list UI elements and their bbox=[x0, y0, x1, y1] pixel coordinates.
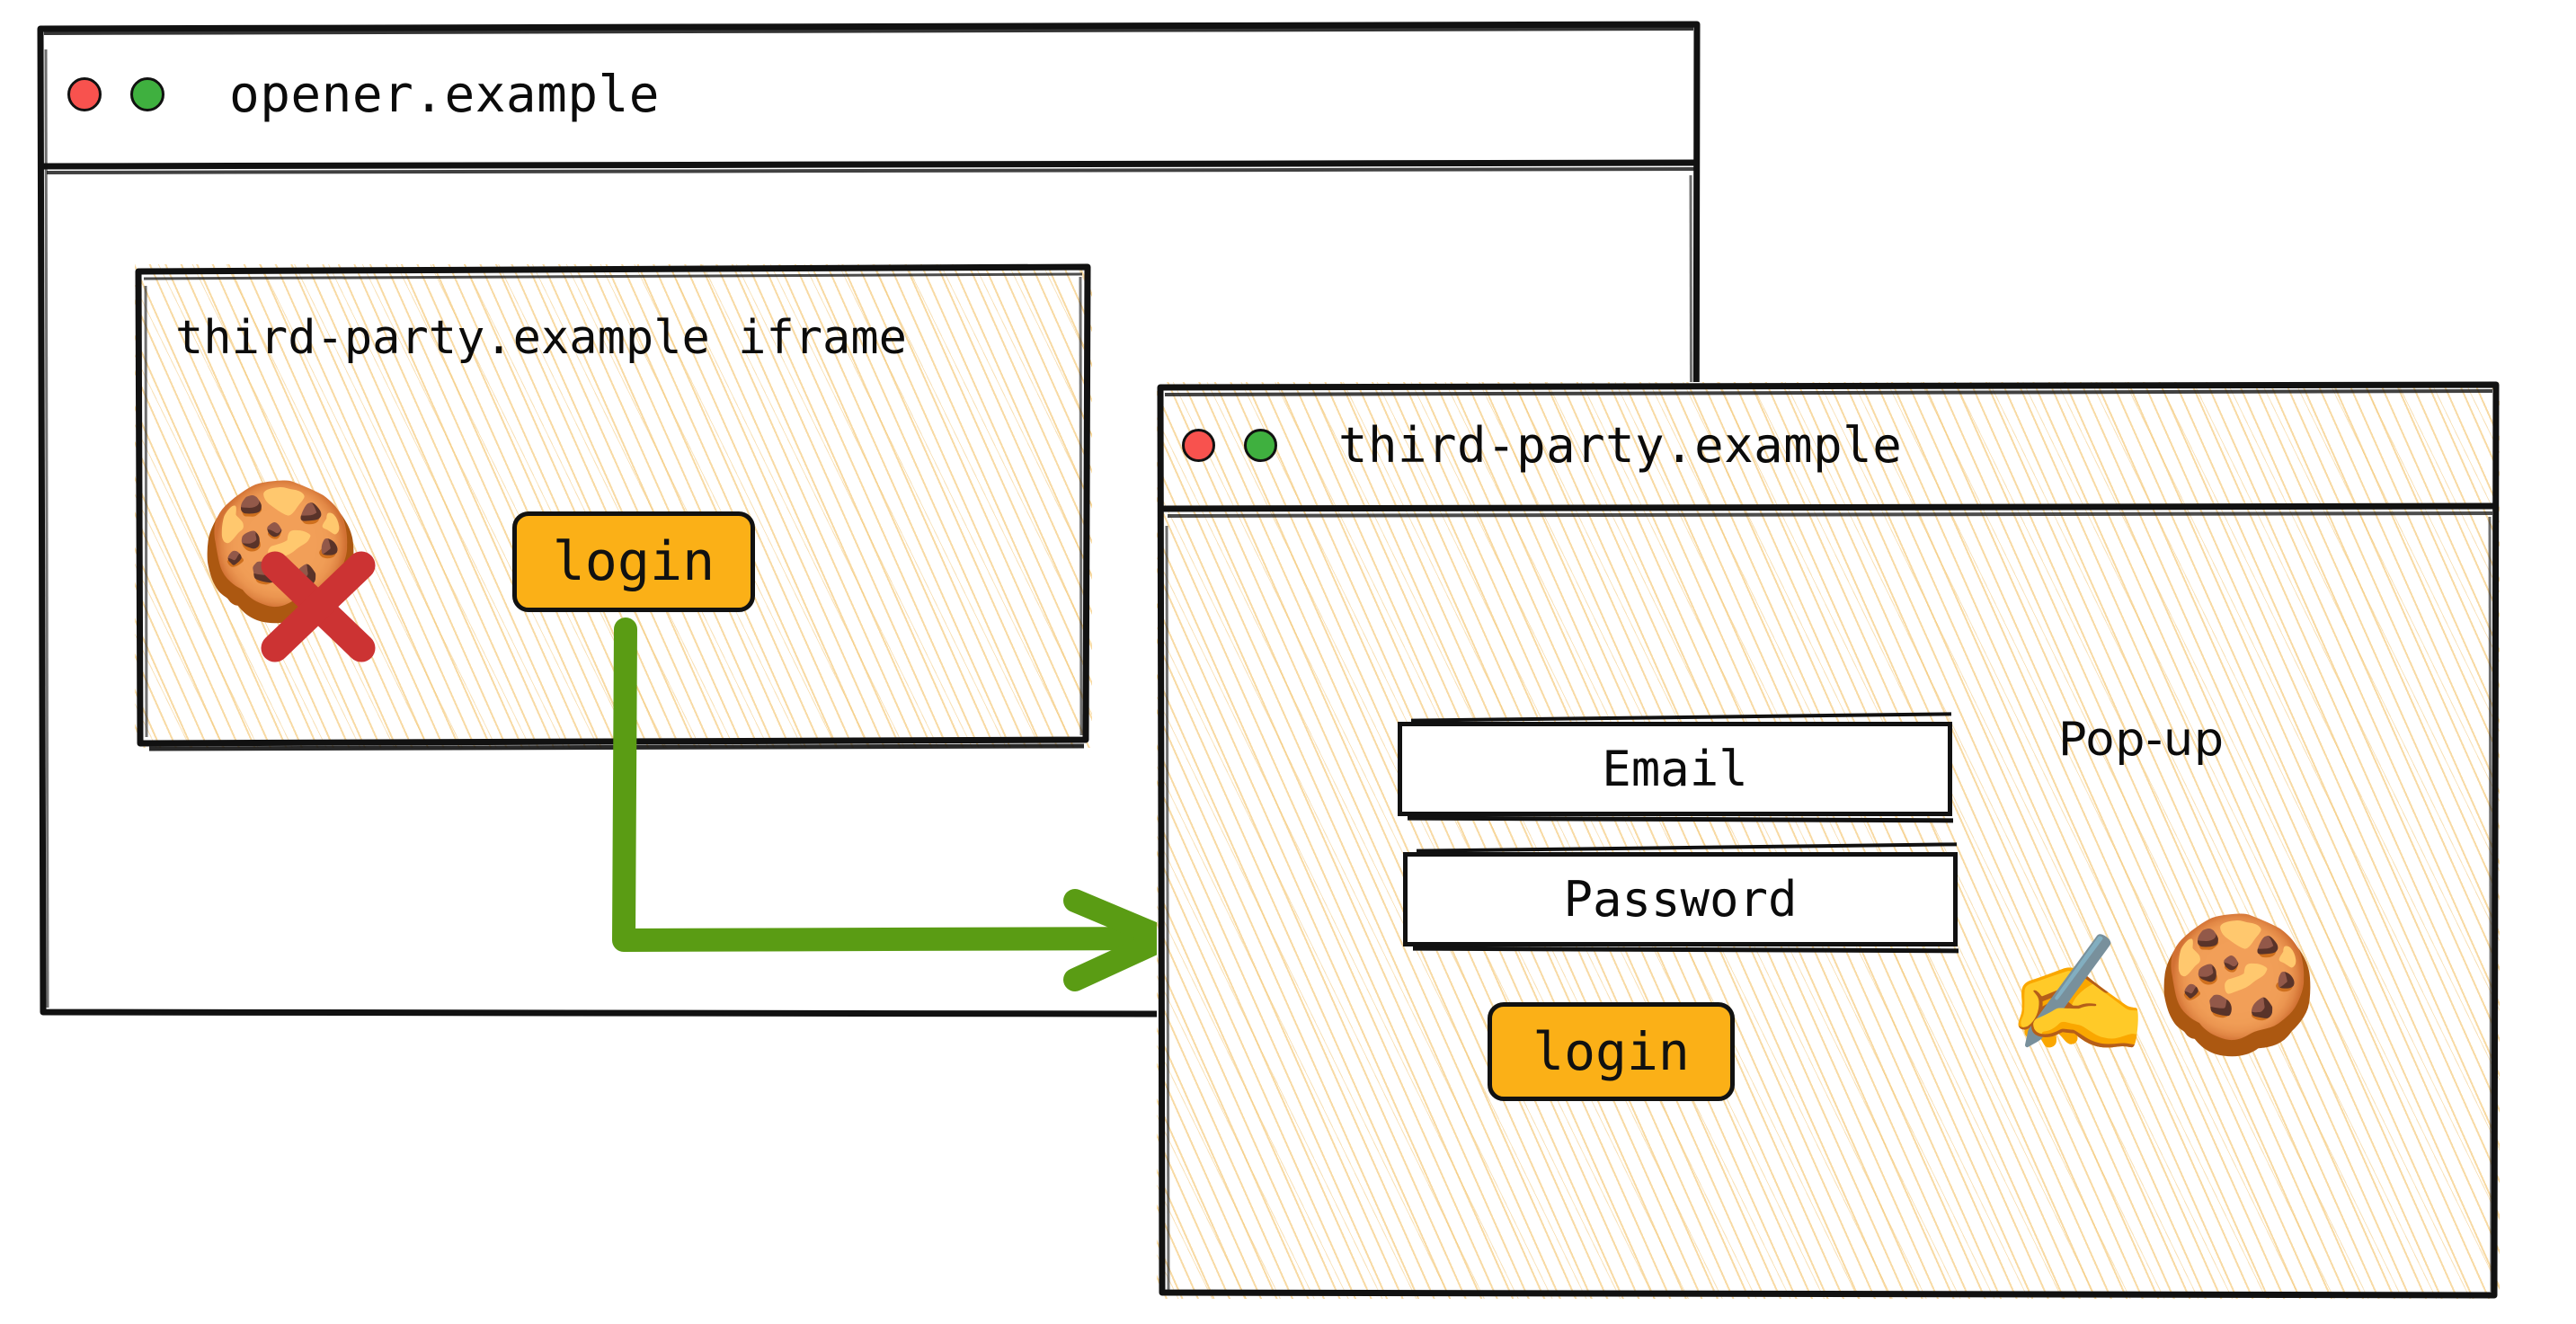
close-dot[interactable] bbox=[1182, 429, 1215, 462]
opener-window-title: opener.example bbox=[229, 65, 661, 124]
minimize-dot[interactable] bbox=[130, 77, 164, 111]
email-field[interactable]: Email bbox=[1398, 722, 1952, 816]
cookie-write-group: ✍️ 🍪 bbox=[2006, 911, 2357, 1090]
password-field[interactable]: Password bbox=[1403, 852, 1958, 946]
iframe-title: third-party.example iframe bbox=[175, 311, 907, 365]
popup-window-frame bbox=[1157, 381, 2500, 1299]
popup-window-titlebar: third-party.example bbox=[1157, 382, 2500, 509]
popup-login-button[interactable]: login bbox=[1488, 1002, 1735, 1101]
opener-window-titlebar: opener.example bbox=[38, 22, 1701, 166]
cookie-icon: 🍪 bbox=[2154, 907, 2321, 1062]
close-dot[interactable] bbox=[67, 77, 102, 111]
popup-annotation-label: Pop-up bbox=[2058, 713, 2225, 767]
blocked-cookie-group: 🍪 bbox=[198, 484, 386, 664]
popup-window: third-party.example Pop-up Email Passwor… bbox=[1157, 381, 2500, 1299]
third-party-iframe: third-party.example iframe 🍪 login bbox=[135, 263, 1092, 751]
popup-window-title: third-party.example bbox=[1338, 417, 1903, 474]
red-cross-icon bbox=[261, 551, 376, 662]
iframe-login-button[interactable]: login bbox=[512, 511, 755, 612]
minimize-dot[interactable] bbox=[1244, 429, 1277, 462]
writing-hand-icon: ✍️ bbox=[2006, 928, 2150, 1062]
